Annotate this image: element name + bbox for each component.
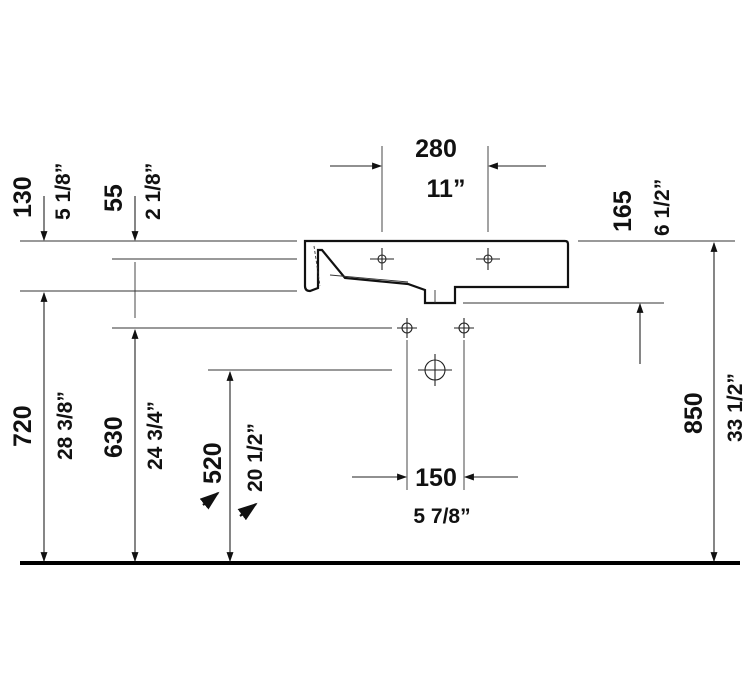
dimension-520-in-label: 20 1/2” bbox=[244, 423, 267, 492]
dimension-130-in-label: 5 1/8” bbox=[52, 163, 75, 220]
dimension-165: 165 6 1/2” bbox=[609, 179, 674, 364]
washbasin-outline bbox=[303, 239, 570, 305]
dimension-55-in-label: 2 1/8” bbox=[142, 163, 165, 220]
supply-connection-left-icon bbox=[397, 318, 417, 338]
dimension-630-in-label: 24 3/4” bbox=[144, 401, 167, 470]
dimension-850: 850 33 1/2” bbox=[680, 242, 747, 562]
tap-hole-left-icon bbox=[370, 248, 394, 270]
waste-outlet-icon bbox=[418, 354, 452, 386]
extension-lines bbox=[20, 146, 735, 490]
dimension-55: 55 2 1/8” bbox=[100, 163, 165, 318]
dimension-130: 130 5 1/8” bbox=[9, 163, 75, 241]
dimension-720: 720 28 3/8” bbox=[9, 292, 77, 562]
dimension-520: 520 20 1/2” bbox=[199, 371, 267, 562]
dimension-630-mm-label: 630 bbox=[100, 416, 128, 458]
dimension-55-mm-label: 55 bbox=[100, 184, 128, 212]
dimension-280-mm-label: 280 bbox=[415, 135, 457, 163]
dimension-130-mm-label: 130 bbox=[9, 176, 37, 218]
dimension-150: 150 5 7/8” bbox=[352, 464, 518, 528]
dimension-165-in-label: 6 1/2” bbox=[651, 179, 674, 236]
dimension-280-in-label: 11” bbox=[427, 175, 466, 203]
dimension-630: 630 24 3/4” bbox=[100, 329, 167, 562]
dimension-150-in-label: 5 7/8” bbox=[413, 505, 470, 528]
dimension-850-in-label: 33 1/2” bbox=[724, 373, 747, 442]
supply-connection-right-icon bbox=[454, 318, 474, 338]
dimension-850-mm-label: 850 bbox=[680, 392, 708, 434]
dimension-520-mm-label: 520 bbox=[199, 442, 227, 484]
dimension-165-mm-label: 165 bbox=[609, 190, 637, 232]
dimension-520-mm-pointer-icon bbox=[199, 491, 220, 510]
dimension-280: 280 11” bbox=[330, 135, 546, 203]
dimension-720-in-label: 28 3/8” bbox=[54, 391, 77, 460]
tap-hole-right-icon bbox=[476, 248, 500, 270]
dimension-150-mm-label: 150 bbox=[415, 464, 457, 492]
dimension-520-in-pointer-icon bbox=[237, 502, 258, 521]
dimension-720-mm-label: 720 bbox=[9, 405, 37, 447]
